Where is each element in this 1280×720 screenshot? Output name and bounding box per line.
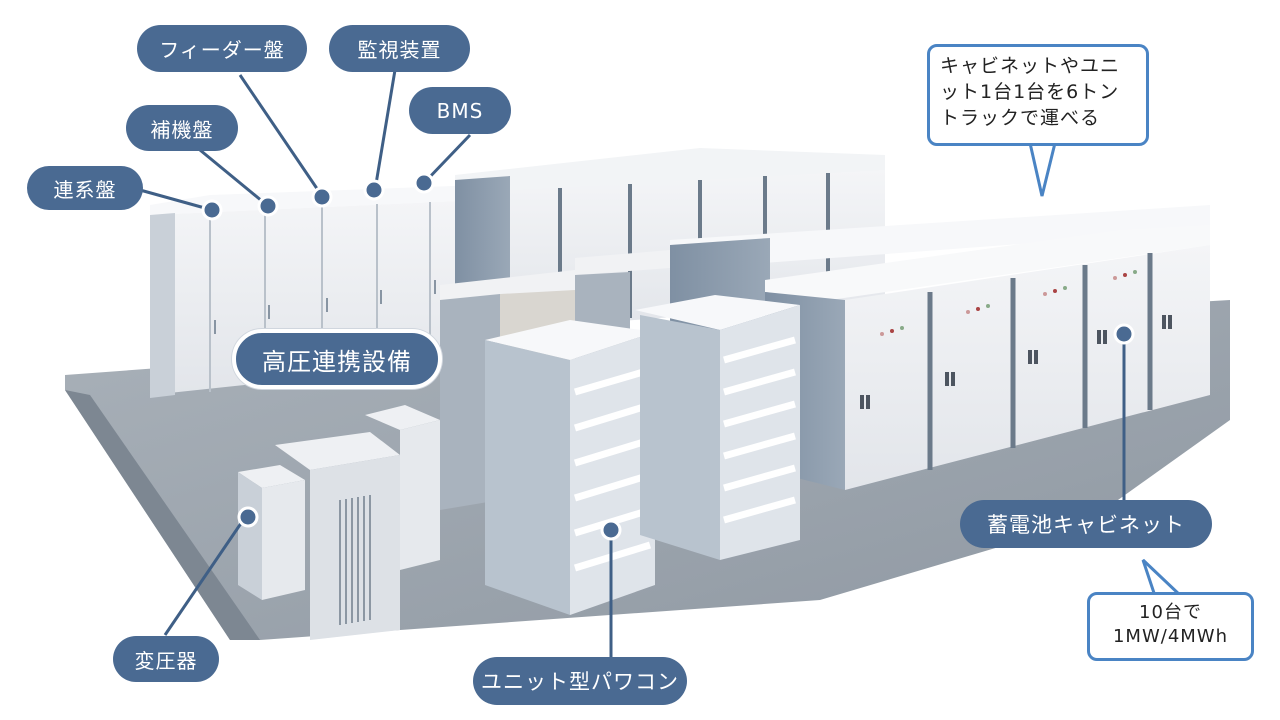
transport-callout-tail xyxy=(1028,141,1057,197)
label-henatsuki: 変圧器 xyxy=(113,636,219,682)
capacity-callout-line-1: 10台で xyxy=(1139,602,1202,623)
label-koatsu-renkei-setsubi: 高圧連携設備 xyxy=(232,329,442,389)
pcs-rack-2 xyxy=(635,295,800,560)
label-feeder-ban: フィーダー盤 xyxy=(137,25,307,72)
transport-callout-line-3: トラックで運べる xyxy=(940,107,1101,129)
transport-callout-line-2: ット1台1台を6トン xyxy=(940,81,1120,103)
label-chikudenchi-cabinet: 蓄電池キャビネット xyxy=(960,500,1212,548)
label-bms: BMS xyxy=(409,87,511,134)
capacity-callout-line-2: 1MW/4MWh xyxy=(1112,626,1229,647)
pcs-rack-1 xyxy=(485,320,655,615)
label-kanshi-sochi: 監視装置 xyxy=(329,25,470,72)
transport-callout: キャビネットやユニ ット1台1台を6トン トラックで運べる xyxy=(927,44,1149,146)
label-unit-pcs: ユニット型パワコン xyxy=(473,657,687,705)
capacity-callout: 10台で 1MW/4MWh xyxy=(1087,592,1254,661)
transport-callout-line-1: キャビネットやユニ xyxy=(940,55,1121,77)
label-hoki-ban: 補機盤 xyxy=(126,105,238,151)
leader-lines xyxy=(139,69,1126,668)
label-renkei-ban: 連系盤 xyxy=(27,166,143,210)
capacity-callout-tail xyxy=(1141,558,1185,598)
transformer xyxy=(238,405,440,640)
leader-dots xyxy=(201,172,1135,541)
